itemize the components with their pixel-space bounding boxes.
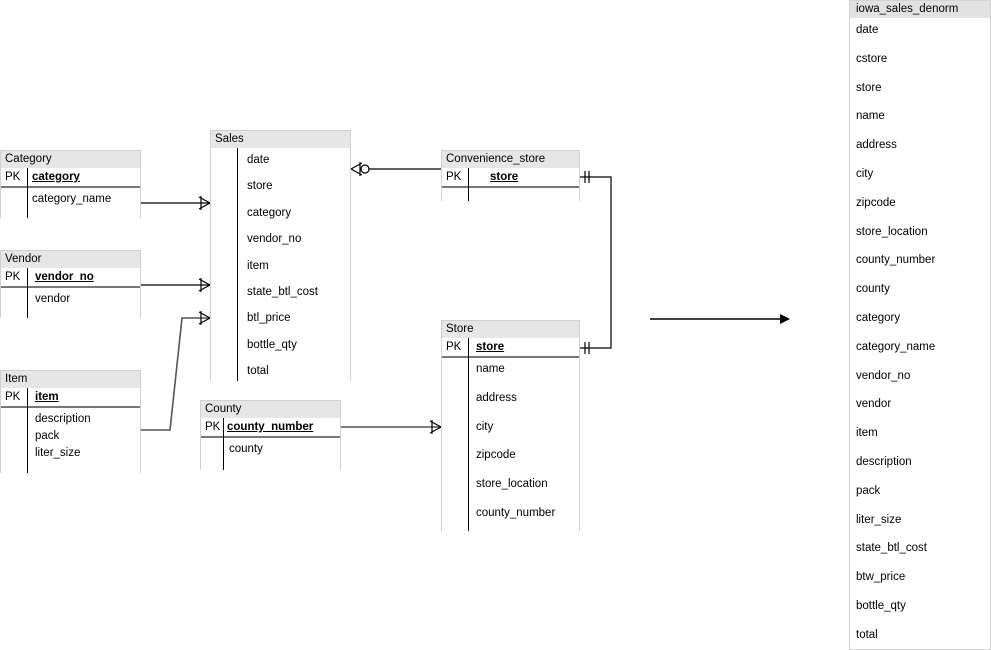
denormalized-column-total: total <box>856 628 878 641</box>
relationship-county-store <box>341 420 442 434</box>
attribute-btl_price: btl_price <box>247 312 291 325</box>
primary-key-name: vendor_no <box>35 271 94 283</box>
entity-title-category: Category <box>1 151 140 168</box>
entity-attribute-list <box>442 188 579 201</box>
attribute-name: name <box>476 363 505 375</box>
entity-attribute-list: county <box>201 438 340 470</box>
denormalized-column-description: description <box>856 456 912 468</box>
attribute-description: description <box>35 413 91 425</box>
attribute-county_number: county_number <box>476 507 556 519</box>
primary-key-label: PK <box>5 171 21 183</box>
column-divider <box>468 168 469 201</box>
relationship-sales-conveniencestore <box>350 162 441 176</box>
denormalized-column-cstore: cstore <box>856 52 888 65</box>
entity-attribute-list: vendor <box>1 288 140 318</box>
denormalized-column-store: store <box>856 81 882 94</box>
denormalized-column-vendor_no: vendor_no <box>856 369 911 382</box>
primary-key-label: PK <box>5 271 21 283</box>
attribute-state_btl_cost: state_btl_cost <box>247 286 318 298</box>
column-divider <box>27 268 28 318</box>
attribute-category: category <box>247 206 292 219</box>
denormalized-column-liter_size: liter_size <box>856 513 902 526</box>
attribute-total: total <box>247 365 269 378</box>
column-divider <box>223 418 224 470</box>
denormalized-column-city: city <box>856 168 874 180</box>
denormalized-column-zipcode: zipcode <box>856 196 896 209</box>
primary-key-name: store <box>476 341 505 353</box>
primary-key-name: county_number <box>227 421 314 433</box>
denormalized-column-vendor: vendor <box>856 398 892 411</box>
primary-key-label: PK <box>446 171 462 183</box>
attribute-county: county <box>229 443 263 455</box>
primary-key-label: PK <box>446 341 462 353</box>
denormalized-column-county: county <box>856 283 890 296</box>
denormalized-column-date: date <box>856 24 879 36</box>
denormalized-column-name: name <box>856 110 885 123</box>
attribute-store: store <box>247 180 273 193</box>
primary-key-name: item <box>35 391 59 403</box>
column-divider <box>27 168 28 218</box>
attribute-pack: pack <box>35 430 60 442</box>
denormalization-arrow <box>650 314 790 324</box>
entity-attribute-list: category_name <box>1 188 140 218</box>
denormalized-column-address: address <box>856 139 897 152</box>
primary-key-row: PK category <box>1 168 140 188</box>
attribute-bottle_qty: bottle_qty <box>247 338 297 351</box>
denormalized-column-category_name: category_name <box>856 340 936 353</box>
primary-key-row: PK store <box>442 168 579 188</box>
entity-title-vendor: Vendor <box>1 251 140 268</box>
primary-key-row: PK vendor_no <box>1 268 140 288</box>
attribute-zipcode: zipcode <box>476 449 516 462</box>
entity-title-sales: Sales <box>211 131 350 148</box>
attribute-date: date <box>247 154 270 166</box>
entity-attribute-list: description pack liter_size <box>1 408 140 473</box>
attribute-address: address <box>476 391 517 404</box>
relationship-category-sales <box>141 196 211 210</box>
column-divider <box>237 148 238 381</box>
attribute-vendor_no: vendor_no <box>247 233 302 246</box>
primary-key-row: PK item <box>1 388 140 408</box>
attribute-item: item <box>247 259 269 272</box>
denormalized-column-btw_price: btw_price <box>856 571 906 584</box>
primary-key-label: PK <box>5 391 21 403</box>
relationship-vendor-sales <box>141 278 211 292</box>
attribute-category_name: category_name <box>32 193 112 205</box>
denormalized-column-category: category <box>856 312 901 324</box>
entity-title-convenience_store: Convenience_store <box>442 151 579 168</box>
primary-key-row: PK county_number <box>201 418 340 438</box>
primary-key-row: PK store <box>442 338 579 358</box>
attribute-vendor: vendor <box>35 293 71 305</box>
denormalized-column-county_number: county_number <box>856 254 936 267</box>
denormalized-column-store_location: store_location <box>856 225 928 238</box>
denormalized-table-title: iowa_sales_denorm <box>850 1 990 18</box>
denormalized-column-item: item <box>856 427 878 440</box>
entity-title-county: County <box>201 401 340 418</box>
entity-title-item: Item <box>1 371 140 388</box>
primary-key-name: store <box>490 171 519 183</box>
relationship-conveniencestore-store <box>580 171 612 354</box>
denormalized-column-pack: pack <box>856 484 881 497</box>
primary-key-name: category <box>32 171 80 183</box>
column-divider <box>27 388 28 473</box>
attribute-store_location: store_location <box>476 478 548 491</box>
attribute-liter_size: liter_size <box>35 447 81 459</box>
denormalized-column-bottle_qty: bottle_qty <box>856 600 906 612</box>
primary-key-label: PK <box>205 421 221 433</box>
column-divider <box>468 338 469 531</box>
denormalized-column-state_btl_cost: state_btl_cost <box>856 542 927 555</box>
entity-title-store: Store <box>442 321 579 338</box>
attribute-city: city <box>476 420 494 433</box>
